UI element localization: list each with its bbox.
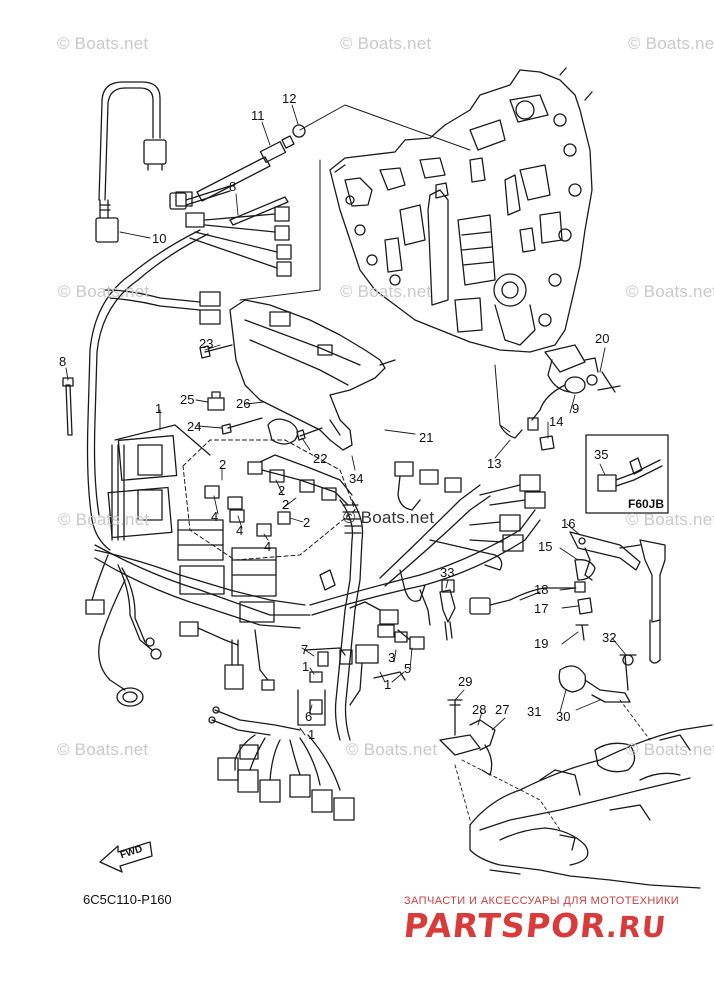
callout-number: 4 — [236, 523, 244, 538]
upper-harness — [95, 81, 167, 243]
watermark: © Boats.net — [346, 740, 438, 759]
callout-number: 15 — [538, 539, 553, 554]
callout-number: 6 — [305, 709, 313, 724]
watermark: © Boats.net — [626, 282, 714, 301]
callout-number: 12 — [282, 91, 297, 106]
watermark: © Boats.net — [340, 34, 432, 53]
callout-number: 30 — [556, 709, 571, 724]
callout-number: 26 — [236, 396, 251, 411]
callout-number: 29 — [458, 674, 473, 689]
lower-connector-cluster — [208, 706, 355, 821]
items-27-29 — [439, 699, 496, 776]
callout-number: 34 — [349, 471, 364, 486]
callout-number: 2 — [282, 497, 290, 512]
inset-frame — [585, 434, 669, 514]
lower-left-leads — [85, 554, 275, 707]
callout-number: 1 — [155, 401, 163, 416]
watermark: © Boats.net — [57, 34, 149, 53]
callout-number: 8 — [59, 354, 67, 369]
callout-number: 24 — [187, 419, 202, 434]
callout-number: 10 — [152, 231, 167, 246]
callout-number: 17 — [534, 601, 549, 616]
callout-number: 22 — [313, 451, 328, 466]
callout-number: 13 — [487, 456, 502, 471]
callout-number: 8 — [229, 179, 237, 194]
watermark: © Boats.net — [626, 740, 714, 759]
callout-number: 1 — [384, 677, 392, 692]
callout-number: 19 — [534, 636, 549, 651]
sensor-20 — [544, 344, 621, 393]
callout-number: 23 — [199, 336, 214, 351]
items-6-7 — [297, 647, 353, 726]
brand-logo: PARTSPOR.RU — [402, 906, 669, 945]
brand-tagline: ЗАПЧАСТИ И АКСЕССУАРЫ ДЛЯ МОТОТЕХНИКИ — [404, 895, 680, 907]
callout-number: 18 — [534, 582, 549, 597]
callout-number: 4 — [264, 539, 272, 554]
callout-number: 25 — [180, 392, 195, 407]
callout-number: 2 — [278, 483, 286, 498]
o-ring-12 — [292, 124, 306, 138]
callout-number: 27 — [495, 702, 510, 717]
cable-tie-8-left — [65, 384, 73, 436]
relay-group-outline — [182, 439, 356, 561]
small-fasteners — [207, 391, 323, 445]
watermark: © Boats.net — [343, 508, 435, 527]
callout-number: 1 — [308, 727, 316, 742]
callout-number: 2 — [219, 457, 227, 472]
callout-number: 7 — [301, 642, 309, 657]
watermark: © Boats.net — [626, 510, 714, 529]
main-harness-left — [94, 424, 311, 629]
tall-rod — [619, 539, 666, 664]
watermark: © Boats.net — [340, 282, 432, 301]
callout-number: 35 — [594, 447, 609, 462]
callout-number: 20 — [595, 331, 610, 346]
callout-number: 32 — [602, 630, 617, 645]
items-3-5 — [349, 601, 425, 706]
cowling-dashed-hints — [454, 699, 651, 831]
brand-name: PARTSPOR — [401, 906, 609, 945]
callout-number: 2 — [303, 515, 311, 530]
watermark: © Boats.net — [58, 510, 150, 529]
fwd-arrow — [99, 841, 153, 873]
sensor-11 — [175, 135, 295, 207]
cable-tie-8-top — [229, 196, 289, 226]
callout-number: 31 — [527, 704, 542, 719]
engine-block — [329, 67, 593, 353]
callout-number: 33 — [440, 565, 455, 580]
inset-label: F60JB — [628, 497, 665, 511]
callout-number: 1 — [302, 659, 310, 674]
sensor-33 — [439, 579, 456, 641]
brand-domain: .RU — [604, 910, 669, 944]
callout-number: 28 — [472, 702, 487, 717]
sensor-lead — [489, 587, 576, 606]
cover-21 — [229, 299, 416, 451]
callout-number: 3 — [388, 650, 396, 665]
callout-number: 5 — [404, 661, 412, 676]
callout-number: 9 — [572, 401, 580, 416]
callout-number: 21 — [419, 430, 434, 445]
watermark: © Boats.net — [628, 34, 714, 53]
callout-number: 16 — [561, 516, 576, 531]
callout-number: 11 — [251, 108, 265, 123]
callout-leaders — [65, 104, 627, 736]
watermark: © Boats.net — [58, 282, 150, 301]
callout-number: 4 — [211, 509, 219, 524]
main-harness-center — [309, 461, 546, 741]
bolt-23 — [199, 344, 233, 359]
watermark: © Boats.net — [57, 740, 149, 759]
bracket-16 — [519, 531, 641, 641]
upper-connectors — [86, 185, 292, 551]
items-30-32 — [558, 654, 637, 703]
diagram-code: 6C5C110-P160 — [83, 892, 172, 907]
callout-number: 14 — [549, 414, 564, 429]
